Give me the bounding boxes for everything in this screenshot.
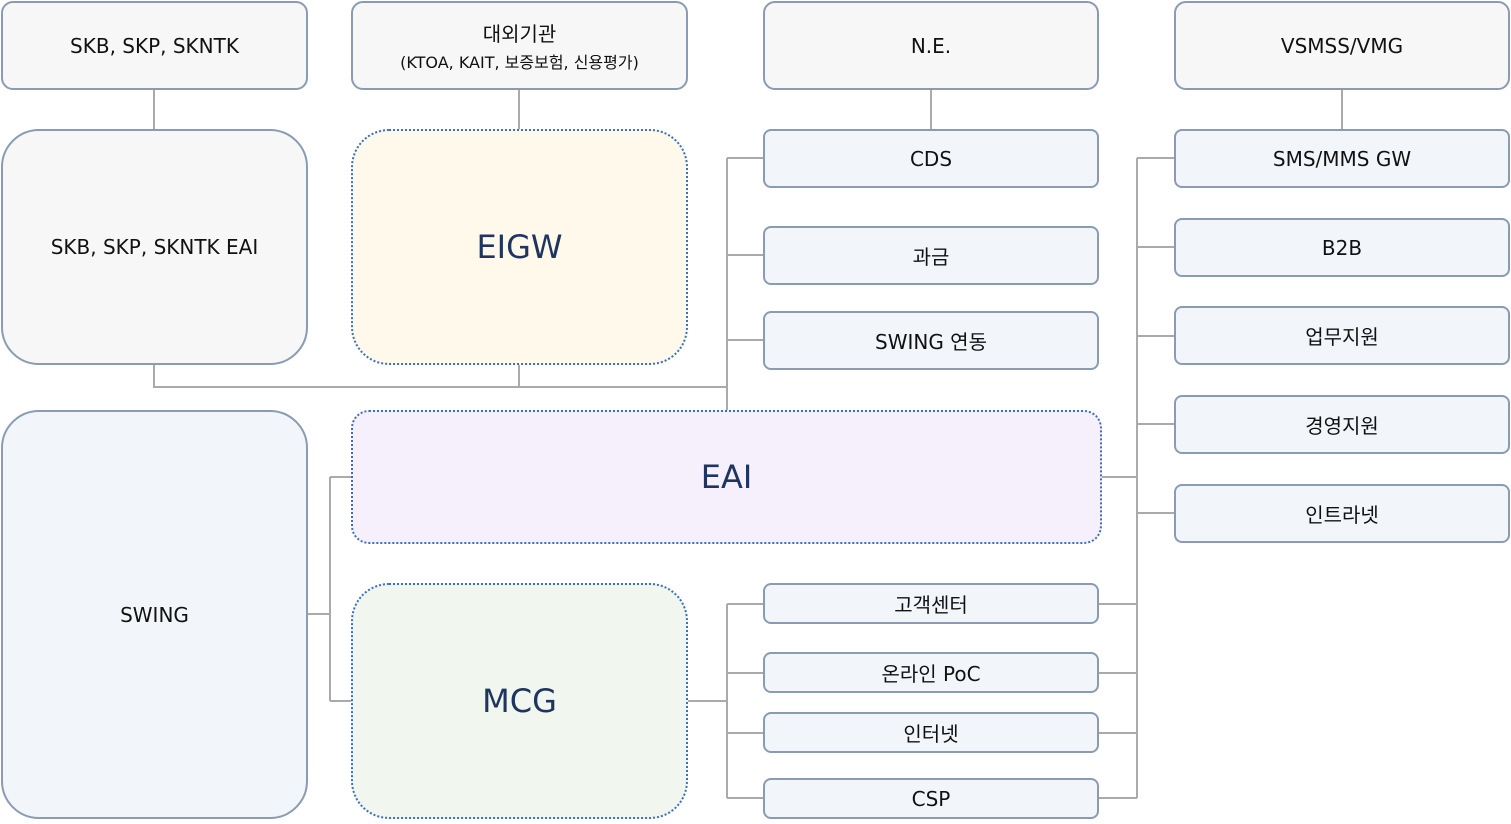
swing-link-label: SWING 연동 <box>875 330 987 354</box>
mgmt-support-box: 경영지원 <box>1174 395 1510 454</box>
swing-label: SWING <box>120 602 189 627</box>
b2b-label: B2B <box>1321 235 1363 260</box>
skb-group-label: SKB, SKP, SKNTK <box>70 33 239 58</box>
billing-label: 과금 <box>912 245 950 269</box>
swing-link-box: SWING 연동 <box>763 311 1099 370</box>
online-poc-label: 온라인 PoC <box>881 662 981 686</box>
internet-label: 인터넷 <box>903 722 959 746</box>
customer-center-box: 고객센터 <box>763 583 1099 624</box>
biz-support-label: 업무지원 <box>1305 325 1379 349</box>
external-agencies-subtitle: (KTOA, KAIT, 보증보험, 신용평가) <box>400 53 639 72</box>
intranet-label: 인트라넷 <box>1305 503 1379 527</box>
cds-box: CDS <box>763 129 1099 188</box>
sms-gw-label: SMS/MMS GW <box>1272 146 1412 171</box>
ne-label: N.E. <box>910 33 952 58</box>
skb-eai-box: SKB, SKP, SKNTK EAI <box>1 129 308 365</box>
eigw-label: EIGW <box>476 228 563 266</box>
intranet-box: 인트라넷 <box>1174 484 1510 543</box>
external-agencies-title: 대외기관 <box>482 22 557 46</box>
swing-box: SWING <box>1 410 308 819</box>
mgmt-support-label: 경영지원 <box>1305 414 1379 438</box>
ne-box: N.E. <box>763 1 1099 90</box>
external-agencies-box: 대외기관 (KTOA, KAIT, 보증보험, 신용평가) <box>351 1 688 90</box>
eai-box: EAI <box>351 410 1102 544</box>
eai-label: EAI <box>700 458 753 496</box>
online-poc-box: 온라인 PoC <box>763 652 1099 693</box>
mcg-box: MCG <box>351 583 688 819</box>
sms-gw-box: SMS/MMS GW <box>1174 129 1510 188</box>
customer-center-label: 고객센터 <box>894 593 968 617</box>
cds-label: CDS <box>909 146 953 171</box>
vsmss-label: VSMSS/VMG <box>1280 33 1404 58</box>
csp-label: CSP <box>911 786 951 811</box>
vsmss-box: VSMSS/VMG <box>1174 1 1510 90</box>
eigw-box: EIGW <box>351 129 688 365</box>
csp-box: CSP <box>763 778 1099 819</box>
billing-box: 과금 <box>763 226 1099 285</box>
biz-support-box: 업무지원 <box>1174 306 1510 365</box>
b2b-box: B2B <box>1174 218 1510 277</box>
mcg-label: MCG <box>482 682 557 720</box>
internet-box: 인터넷 <box>763 712 1099 753</box>
skb-eai-label: SKB, SKP, SKNTK EAI <box>50 235 259 259</box>
skb-group-box: SKB, SKP, SKNTK <box>1 1 308 90</box>
